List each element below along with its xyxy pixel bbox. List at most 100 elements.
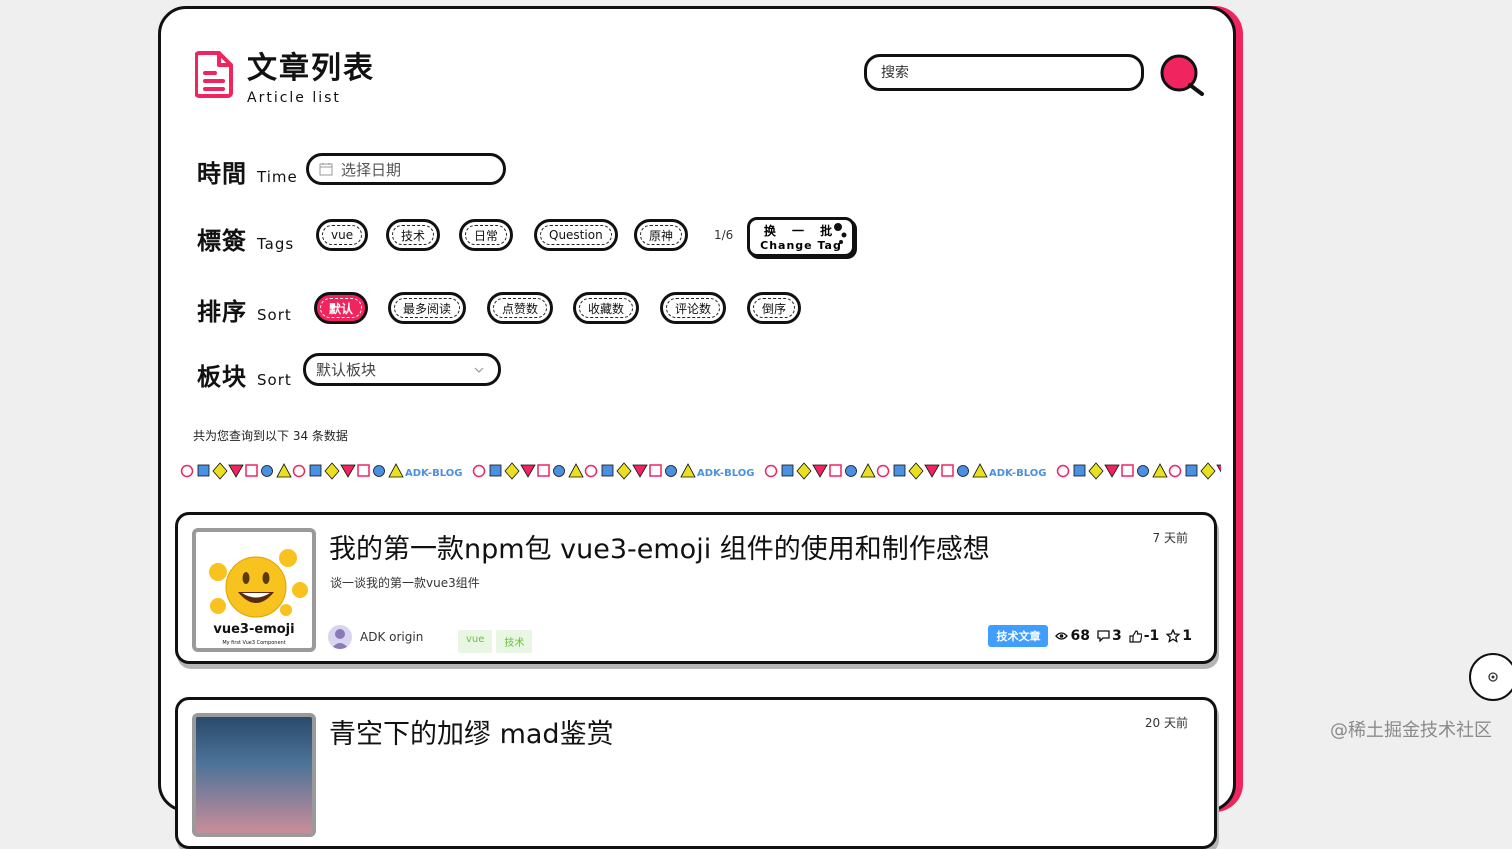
deco-shape [1168, 464, 1182, 478]
likes-stat: -1 [1129, 628, 1159, 644]
article-title[interactable]: 青空下的加缪 mad鉴赏 [329, 719, 614, 750]
tag-chip-vue[interactable]: vue [316, 219, 369, 251]
deco-shape [764, 464, 778, 478]
settings-button[interactable] [1469, 653, 1512, 701]
deco-shape [781, 464, 794, 477]
magnifier-icon[interactable] [1159, 53, 1207, 97]
tag-chip-daily[interactable]: 日常 [459, 219, 514, 251]
deco-shape [601, 464, 614, 477]
deco-shape [1137, 465, 1149, 477]
article-author[interactable]: ADK origin [328, 625, 423, 649]
article-tags: vue 技术 [458, 630, 533, 653]
calendar-icon [319, 163, 333, 176]
result-count: 共为您查询到以下 34 条数据 [193, 429, 348, 443]
deco-shape [812, 464, 828, 478]
tag-chip-question[interactable]: Question [534, 219, 618, 251]
emoji-cover-image: vue3-emoji My first Vue3 Component [209, 549, 308, 646]
deco-shape [520, 464, 536, 478]
block-select[interactable]: 默认板块 [303, 353, 501, 386]
tag-chip-tech[interactable]: 技术 [386, 219, 441, 251]
deco-shape [1056, 464, 1070, 478]
deco-shape [1185, 464, 1198, 477]
block-select-value: 默认板块 [316, 361, 377, 379]
deco-shape [553, 465, 565, 477]
eye-icon [1055, 632, 1069, 640]
comment-icon [1097, 630, 1110, 642]
deco-shape [829, 464, 842, 477]
deco-shape [261, 465, 273, 477]
deco-shape [860, 463, 876, 478]
sort-favorites-button[interactable]: 收藏数 [573, 292, 640, 324]
tag-page-indicator: 1/6 [714, 228, 734, 242]
deco-shape [1121, 464, 1134, 477]
article-list-card: 文章列表 Article list 時間 Time 选择日期 標簽 Tags v… [158, 6, 1236, 849]
deco-shape [1073, 464, 1086, 477]
sort-default-button[interactable]: 默认 [314, 292, 369, 324]
article-title[interactable]: 我的第一款npm包 vue3-emoji 组件的使用和制作感想 [329, 534, 990, 565]
cover-subtitle: My first Vue3 Component [222, 640, 285, 646]
change-tag-button[interactable]: 换 一 批 Change Tag [747, 217, 855, 257]
deco-shape [893, 464, 906, 477]
author-name: ADK origin [360, 630, 424, 644]
article-card[interactable]: vue3-emoji My first Vue3 Component 我的第一款… [175, 512, 1217, 664]
deco-shape [908, 462, 924, 480]
dots-icon [834, 223, 847, 244]
page-subtitle: Article list [247, 90, 341, 106]
deco-text: ADK-BLOG [697, 468, 754, 479]
deco-shape [388, 463, 404, 478]
sort-likes-button[interactable]: 点赞数 [487, 292, 554, 324]
deco-shape [1088, 462, 1104, 480]
article-card[interactable]: 青空下的加缪 mad鉴赏 20 天前 [175, 697, 1217, 849]
deco-shape [357, 464, 370, 477]
deco-shape [649, 464, 662, 477]
deco-shape [1104, 464, 1120, 478]
cover-title: vue3-emoji [213, 622, 294, 637]
sort-label: 排序 Sort [197, 298, 292, 326]
star-icon [1166, 629, 1181, 643]
search-input[interactable] [864, 54, 1144, 91]
deco-shape [276, 463, 292, 478]
sort-comments-button[interactable]: 评论数 [660, 292, 727, 324]
deco-shape [340, 464, 356, 478]
chevron-down-icon [474, 367, 484, 373]
article-stats: 技术文章 68 3 -1 1 [988, 625, 1192, 647]
page-title: 文章列表 [247, 51, 375, 86]
deco-shape [632, 464, 648, 478]
deco-shape [957, 465, 969, 477]
article-description: 谈一谈我的第一款vue3组件 [330, 576, 480, 590]
article-time: 7 天前 [1152, 531, 1188, 545]
deco-shape [876, 464, 890, 478]
deco-shape [309, 464, 322, 477]
gear-icon [1488, 672, 1498, 682]
deco-shape [489, 464, 502, 477]
article-tag[interactable]: 技术 [496, 630, 533, 653]
article-time: 20 天前 [1144, 716, 1188, 730]
deco-shape [1200, 462, 1216, 480]
deco-shape [680, 463, 696, 478]
sort-reverse-button[interactable]: 倒序 [747, 292, 802, 324]
deco-shape [584, 464, 598, 478]
avatar [328, 625, 352, 649]
deco-shape [845, 465, 857, 477]
deco-shape [472, 464, 486, 478]
deco-shape [212, 462, 228, 480]
article-tag[interactable]: vue [458, 630, 493, 653]
deco-shape [972, 463, 988, 478]
deco-shape [1216, 464, 1221, 473]
date-picker[interactable]: 选择日期 [306, 153, 506, 185]
block-label: 板块 Sort [197, 363, 292, 391]
deco-shape [616, 462, 632, 480]
views-stat: 68 [1055, 628, 1090, 644]
deco-shape [1152, 463, 1168, 478]
thumbs-up-icon [1129, 629, 1142, 643]
date-placeholder: 选择日期 [341, 160, 402, 179]
sort-most-read-button[interactable]: 最多阅读 [388, 292, 467, 324]
deco-shape [228, 464, 244, 478]
document-icon [195, 51, 233, 98]
deco-text: ADK-BLOG [405, 468, 462, 479]
article-cover: vue3-emoji My first Vue3 Component [192, 528, 316, 652]
deco-shape [180, 464, 194, 478]
tag-chip-genshin[interactable]: 原神 [634, 219, 689, 251]
category-badge: 技术文章 [988, 625, 1049, 647]
